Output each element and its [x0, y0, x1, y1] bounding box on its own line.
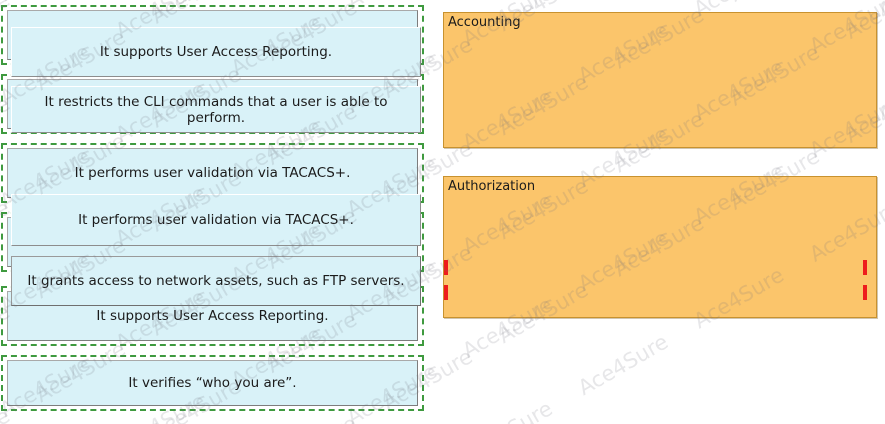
- answer-tile-label[interactable]: It performs user validation via TACACS+.: [7, 148, 418, 198]
- handle-left-top[interactable]: [444, 260, 448, 275]
- draggable-answer-6[interactable]: It verifies “who you are”.: [1, 355, 424, 411]
- drop-slot-accounting-1[interactable]: It supports User Access Reporting.: [11, 27, 421, 77]
- handle-left-bottom[interactable]: [444, 285, 448, 300]
- draggable-answer-3[interactable]: It performs user validation via TACACS+.: [1, 143, 424, 203]
- handle-right-top[interactable]: [863, 260, 867, 275]
- drop-slot-accounting-2[interactable]: It restricts the CLI commands that a use…: [11, 86, 421, 133]
- drop-panel-title: Authorization: [448, 179, 536, 194]
- drop-panel-title: Accounting: [448, 15, 521, 30]
- drop-panel-authorization[interactable]: Authorization: [443, 176, 877, 318]
- drag-outline-6: [1, 355, 424, 411]
- answer-tile-label[interactable]: It verifies “who you are”.: [7, 360, 418, 406]
- drop-slot-authorization-1[interactable]: It performs user validation via TACACS+.: [11, 194, 421, 246]
- drop-panel-accounting[interactable]: Accounting: [443, 12, 877, 148]
- handle-right-bottom[interactable]: [863, 285, 867, 300]
- drop-slot-authorization-2[interactable]: It grants access to network assets, such…: [11, 256, 421, 306]
